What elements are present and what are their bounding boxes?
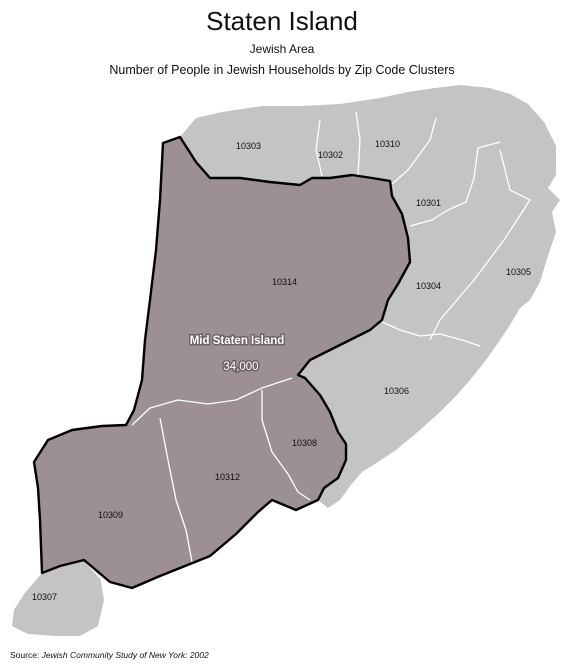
border-10312-north [131, 377, 293, 426]
region-value-label: 34,000 [223, 361, 258, 373]
zip-label-10306: 10306 [384, 386, 409, 396]
zip-labels: 10303 10302 10310 10301 10314 10304 1030… [32, 139, 531, 602]
zip-borders [83, 111, 531, 579]
zip-label-10310: 10310 [375, 139, 400, 149]
zip-label-10303: 10303 [236, 141, 261, 151]
zip-label-10301: 10301 [416, 198, 441, 208]
border-10301-10304 [409, 141, 501, 227]
border-10303-10302 [315, 119, 323, 177]
map-heading: Number of People in Jewish Households by… [109, 63, 455, 77]
border-10304-10306 [381, 321, 481, 347]
zip-label-10312: 10312 [215, 472, 240, 482]
zip-label-10307: 10307 [32, 592, 57, 602]
zip-area-north-shore [180, 85, 560, 508]
map-subtitle: Jewish Area [249, 42, 315, 56]
border-10312-10308 [261, 390, 311, 501]
source-title: Jewish Community Study of New York: 2002 [41, 650, 209, 660]
zip-label-10304: 10304 [416, 281, 441, 291]
border-10310-10301 [391, 117, 437, 185]
zip-area-10307 [12, 560, 104, 636]
mid-staten-island-outline [32, 135, 412, 590]
source-note: Source: Jewish Community Study of New Yo… [10, 650, 209, 660]
zip-label-10308: 10308 [292, 438, 317, 448]
zip-label-10302: 10302 [318, 150, 343, 160]
mid-staten-island-region [34, 137, 410, 588]
border-10304-10305 [429, 149, 531, 341]
region-name-label: Mid Staten Island [190, 335, 285, 347]
zip-label-10309: 10309 [98, 510, 123, 520]
zip-label-10305: 10305 [506, 267, 531, 277]
other-zip-areas [12, 85, 560, 636]
map-title: Staten Island [206, 6, 358, 36]
source-prefix: Source: [10, 650, 42, 660]
border-10309-10312 [159, 417, 193, 563]
zip-label-10314: 10314 [272, 277, 297, 287]
border-10302-10310 [355, 111, 361, 177]
